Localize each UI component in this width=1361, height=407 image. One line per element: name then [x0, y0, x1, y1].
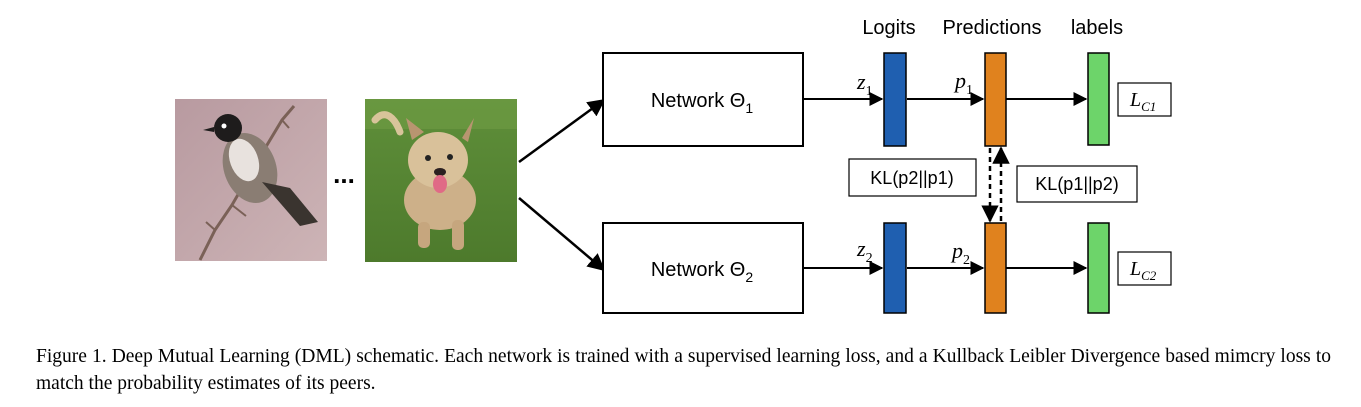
bird-image — [175, 99, 327, 261]
network-2-label: Network Θ2 — [651, 259, 753, 285]
input-arrow-1 — [518, 98, 606, 164]
predictions-bar-2 — [984, 222, 1007, 314]
loss-label-2: LC2 — [1129, 258, 1157, 283]
figure-caption: Figure 1. Deep Mutual Learning (DML) sch… — [36, 346, 1331, 394]
dog-image — [365, 99, 517, 262]
p1-label: p1 — [953, 68, 973, 98]
labels-bar-2 — [1087, 222, 1110, 314]
network-1-label: Network Θ1 — [651, 90, 753, 116]
p2-label: p2 — [950, 238, 970, 268]
image-ellipsis: ... — [333, 159, 355, 189]
network-1-box — [602, 52, 804, 147]
labels-bar-1 — [1087, 52, 1110, 146]
input-arrow-2 — [518, 197, 606, 272]
network-2-box — [602, 222, 804, 314]
z2-label: z2 — [856, 236, 873, 266]
loss-box-2 — [1117, 251, 1172, 286]
logits-bar-1 — [883, 52, 907, 147]
predictions-header: Predictions — [943, 17, 1042, 39]
dml-schematic: Logits Predictions labels ... Network Θ1 — [175, 17, 1172, 314]
kl-right-box — [1016, 165, 1138, 203]
z1-label: z1 — [856, 69, 873, 99]
kl-left-box — [848, 158, 977, 197]
predictions-bar-1 — [984, 52, 1007, 147]
logits-header: Logits — [862, 17, 915, 39]
kl-left-label: KL(p2||p1) — [870, 168, 953, 188]
logits-bar-2 — [883, 222, 907, 314]
labels-header: labels — [1071, 17, 1123, 39]
kl-right-label: KL(p1||p2) — [1035, 174, 1118, 194]
loss-box-1 — [1117, 82, 1172, 117]
loss-label-1: LC1 — [1129, 89, 1156, 114]
